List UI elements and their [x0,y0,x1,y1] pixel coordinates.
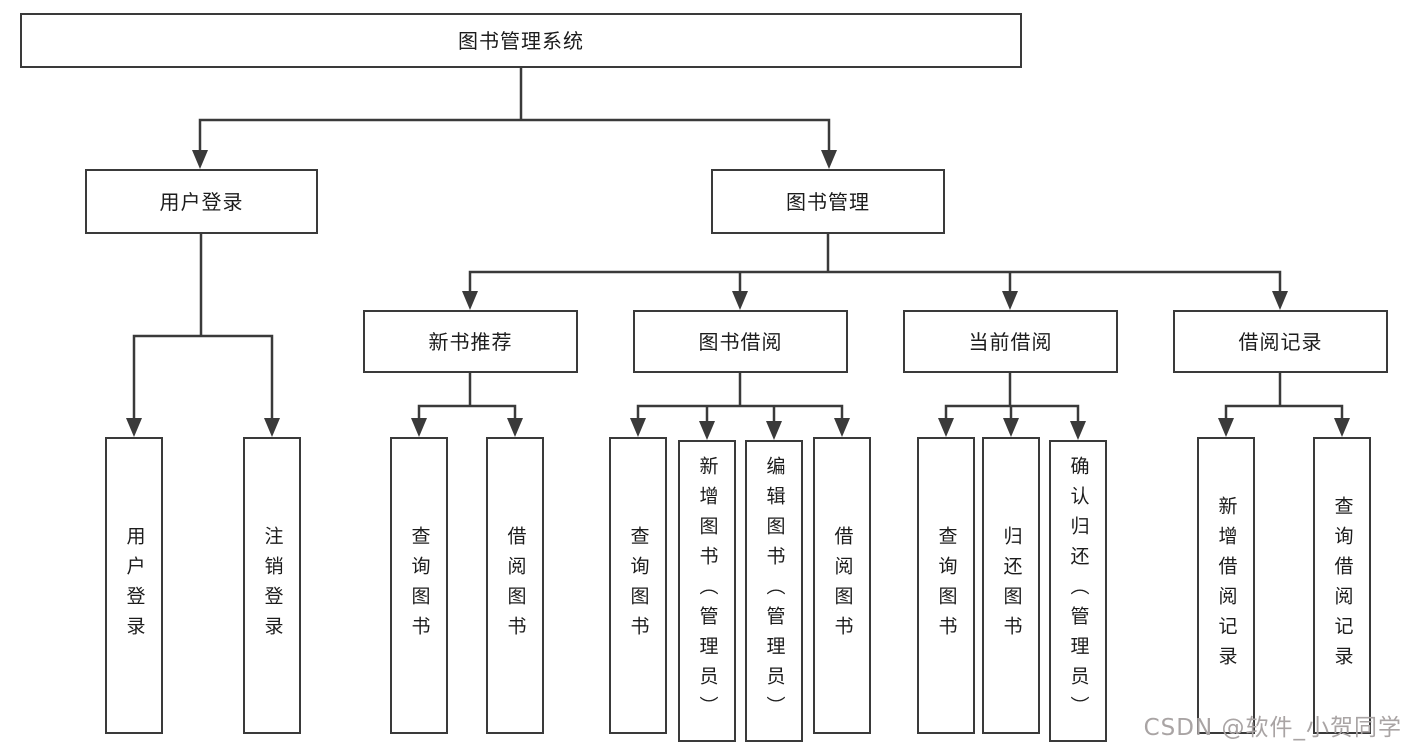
leaf-newbooks-borrow: 借阅图书 [486,437,544,734]
arrow-down-icon [507,418,523,437]
arrow-down-icon [821,150,837,169]
leaf-label: 用户登录 [123,525,146,646]
leaf-records-query: 查询借阅记录 [1313,437,1371,734]
arrow-down-icon [126,418,142,437]
arrow-down-icon [411,418,427,437]
connector-user-login [132,232,274,421]
connector-current-borrow [944,371,1080,424]
connector-new-books [417,371,517,421]
arrow-down-icon [1218,418,1234,437]
node-new-books: 新书推荐 [363,310,578,373]
node-current-borrow-label: 当前借阅 [968,329,1053,354]
arrow-down-icon [630,418,646,437]
node-book-mgmt: 图书管理 [711,169,945,234]
connector-book-borrow [636,371,844,424]
node-borrow-records: 借阅记录 [1173,310,1388,373]
leaf-current-return: 归还图书 [982,437,1040,734]
arrowheads [126,150,1350,440]
arrow-down-icon [699,421,715,440]
leaf-logout: 注销登录 [243,437,301,734]
connector-book-mgmt [468,232,1282,294]
leaf-borrow-edit-admin: 编辑图书（管理员） [745,440,803,742]
leaf-label: 新增借阅记录 [1215,495,1238,676]
arrow-down-icon [462,291,478,310]
node-new-books-label: 新书推荐 [428,329,513,354]
leaf-borrow-add-admin: 新增图书（管理员） [678,440,736,742]
leaf-user-login: 用户登录 [105,437,163,734]
leaf-label: 查询图书 [627,525,650,646]
node-root-label: 图书管理系统 [458,28,584,53]
leaf-label: 新增图书（管理员） [696,456,719,726]
node-book-borrow: 图书借阅 [633,310,848,373]
leaf-label: 归还图书 [1000,525,1023,646]
leaf-borrow-query: 查询图书 [609,437,667,734]
node-book-mgmt-label: 图书管理 [786,189,870,214]
arrow-down-icon [1334,418,1350,437]
leaf-label: 编辑图书（管理员） [763,456,786,726]
connector-root [198,66,831,152]
leaf-current-confirm-admin: 确认归还（管理员） [1049,440,1107,742]
arrow-down-icon [1070,421,1086,440]
node-book-borrow-label: 图书借阅 [698,329,783,354]
csdn-watermark: CSDN @软件_小贺同学 [1143,715,1402,741]
arrow-down-icon [264,418,280,437]
arrow-down-icon [766,421,782,440]
arrow-down-icon [834,418,850,437]
arrow-down-icon [1003,418,1019,437]
leaf-label: 查询借阅记录 [1331,495,1354,676]
arrow-down-icon [1002,291,1018,310]
leaf-label: 借阅图书 [504,525,527,646]
leaf-current-query: 查询图书 [917,437,975,734]
leaf-label: 借阅图书 [831,525,854,646]
leaf-label: 查询图书 [935,525,958,646]
leaf-label: 查询图书 [408,525,431,646]
node-current-borrow: 当前借阅 [903,310,1118,373]
arrow-down-icon [1272,291,1288,310]
node-user-login: 用户登录 [85,169,318,234]
leaf-borrow-borrow: 借阅图书 [813,437,871,734]
node-user-login-label: 用户登录 [159,189,244,214]
arrow-down-icon [732,291,748,310]
leaf-label: 注销登录 [261,525,284,646]
arrow-down-icon [938,418,954,437]
arrow-down-icon [192,150,208,169]
leaf-records-add: 新增借阅记录 [1197,437,1255,734]
leaf-label: 确认归还（管理员） [1067,456,1090,726]
connector-borrow-records [1224,371,1344,421]
leaf-newbooks-query: 查询图书 [390,437,448,734]
node-borrow-records-label: 借阅记录 [1238,329,1323,354]
node-root: 图书管理系统 [20,13,1022,68]
